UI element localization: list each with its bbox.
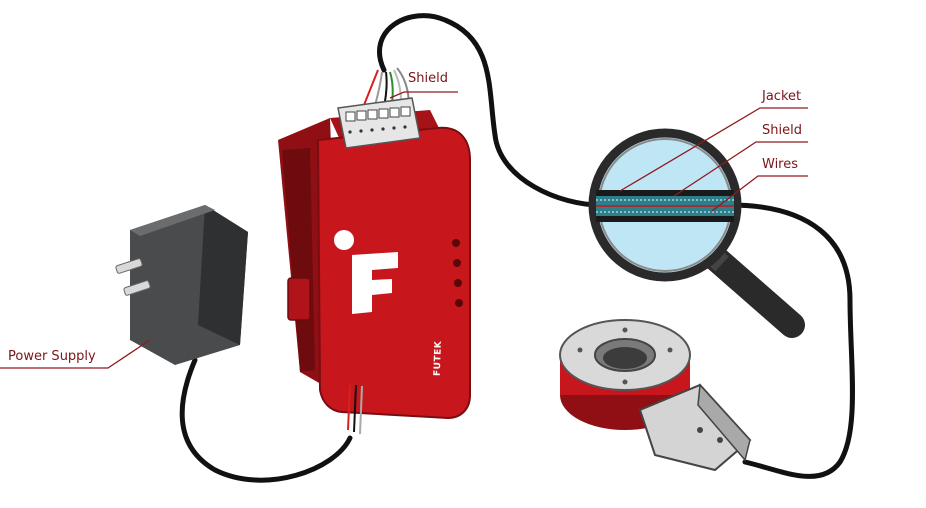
sensor-cable-right	[727, 202, 855, 479]
torque-sensor	[559, 319, 752, 472]
power-adapter	[115, 205, 248, 365]
label-wires: Wires	[762, 157, 799, 172]
device-brand: FUTEK	[433, 340, 444, 376]
connector-wires	[359, 67, 410, 125]
sensor-cable	[377, 13, 603, 208]
magnifier	[588, 128, 805, 338]
label-shield-connector: Shield	[408, 71, 448, 86]
leader-lines	[0, 91, 808, 369]
label-jacket: Jacket	[762, 89, 802, 104]
label-power-supply: Power Supply	[8, 349, 96, 364]
futek-logo-mark	[334, 230, 398, 314]
status-leds	[452, 239, 463, 307]
power-cable	[179, 357, 353, 483]
signal-conditioner: FUTEK	[278, 97, 471, 435]
label-shield-magnified: Shield	[762, 123, 802, 138]
